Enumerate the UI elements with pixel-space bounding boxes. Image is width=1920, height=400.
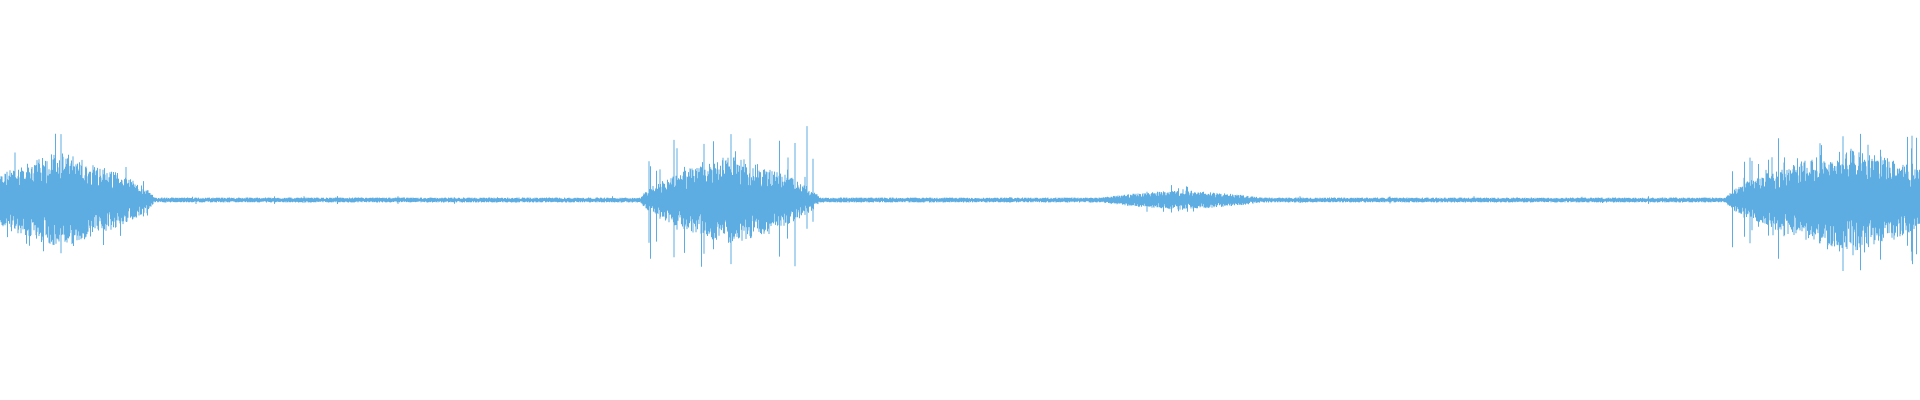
waveform-trace <box>0 126 1920 271</box>
